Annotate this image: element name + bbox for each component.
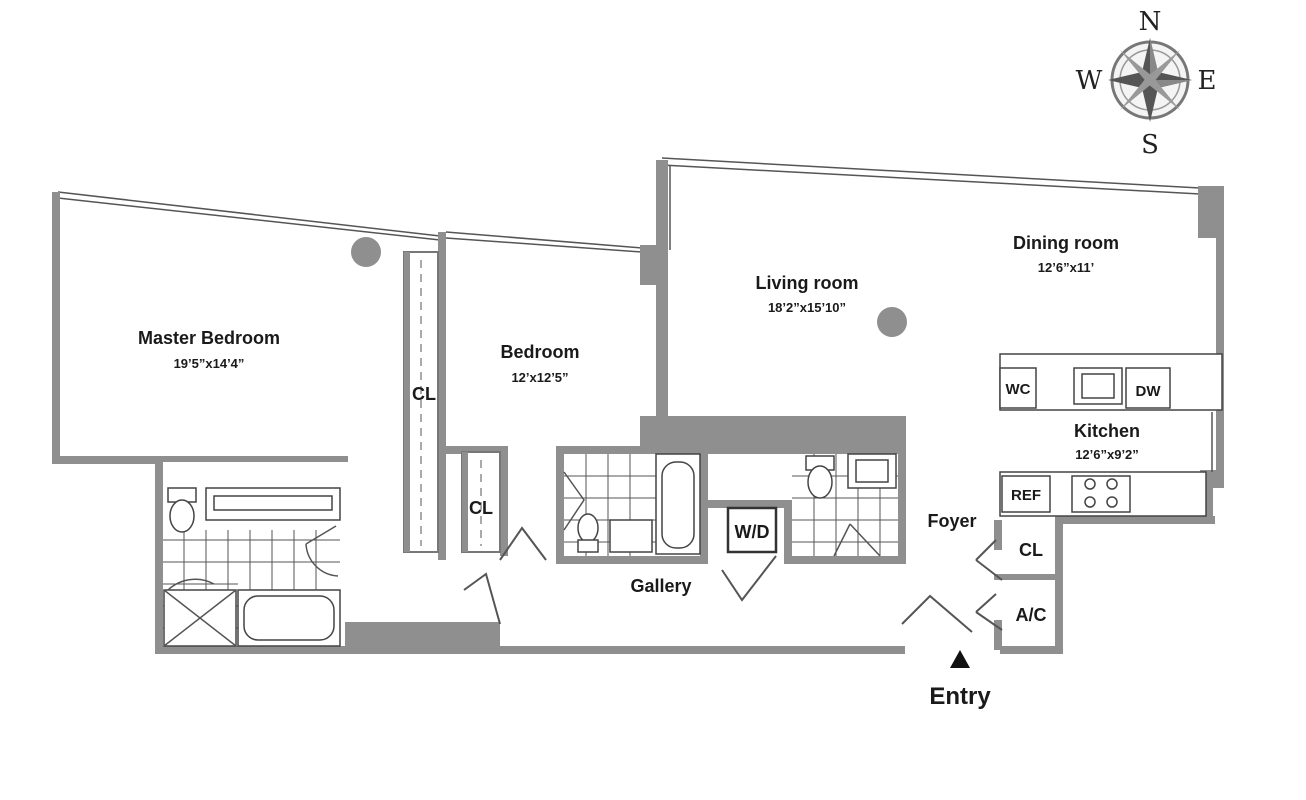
exterior-walls: [52, 157, 1224, 654]
foyer-label: Foyer: [927, 511, 976, 531]
kitchen-counters: [999, 353, 1223, 517]
compass-east: E: [1198, 66, 1217, 96]
doors: [463, 526, 1003, 633]
washer-dryer-label: W/D: [735, 522, 770, 542]
master-closet-label: CL: [412, 384, 436, 404]
master-bedroom-name: Master Bedroom: [138, 328, 280, 348]
master-closet: [403, 251, 439, 553]
master-bedroom-dims: 19’5”x14’4”: [174, 356, 245, 371]
compass-north: N: [1139, 7, 1162, 37]
living-room-name: Living room: [756, 273, 859, 293]
entry-arrow: [950, 650, 970, 668]
column-master: [351, 237, 381, 267]
compass-south: S: [1141, 130, 1159, 160]
master-bathroom: [163, 462, 345, 647]
kitchen-dims: 12’6”x9’2”: [1075, 447, 1139, 462]
column-living: [877, 307, 907, 337]
compass-rose: N S W E: [1076, 7, 1217, 160]
ac-label: A/C: [1016, 605, 1047, 625]
compass-west: W: [1076, 66, 1103, 96]
kitchen-name: Kitchen: [1074, 421, 1140, 441]
bathroom-two: [563, 453, 701, 556]
living-room-dims: 18’2”x15’10”: [768, 300, 846, 315]
wine-cooler-label: WC: [1006, 381, 1031, 398]
foyer-closet-label: CL: [1019, 540, 1043, 560]
bedroom-closet: [461, 451, 501, 553]
dining-room-dims: 12’6”x11’: [1038, 260, 1094, 275]
entry-label: Entry: [929, 683, 991, 710]
dining-room-name: Dining room: [1013, 233, 1119, 253]
bathroom-three: [792, 453, 898, 557]
bedroom-closet-label: CL: [469, 498, 493, 518]
bedroom-name: Bedroom: [500, 342, 579, 362]
washer-dryer: [726, 506, 778, 554]
refrigerator-label: REF: [1011, 487, 1041, 504]
gallery-label: Gallery: [630, 576, 691, 596]
bedroom-dims: 12’x12’5”: [511, 370, 568, 385]
dishwasher-label: DW: [1136, 383, 1162, 400]
